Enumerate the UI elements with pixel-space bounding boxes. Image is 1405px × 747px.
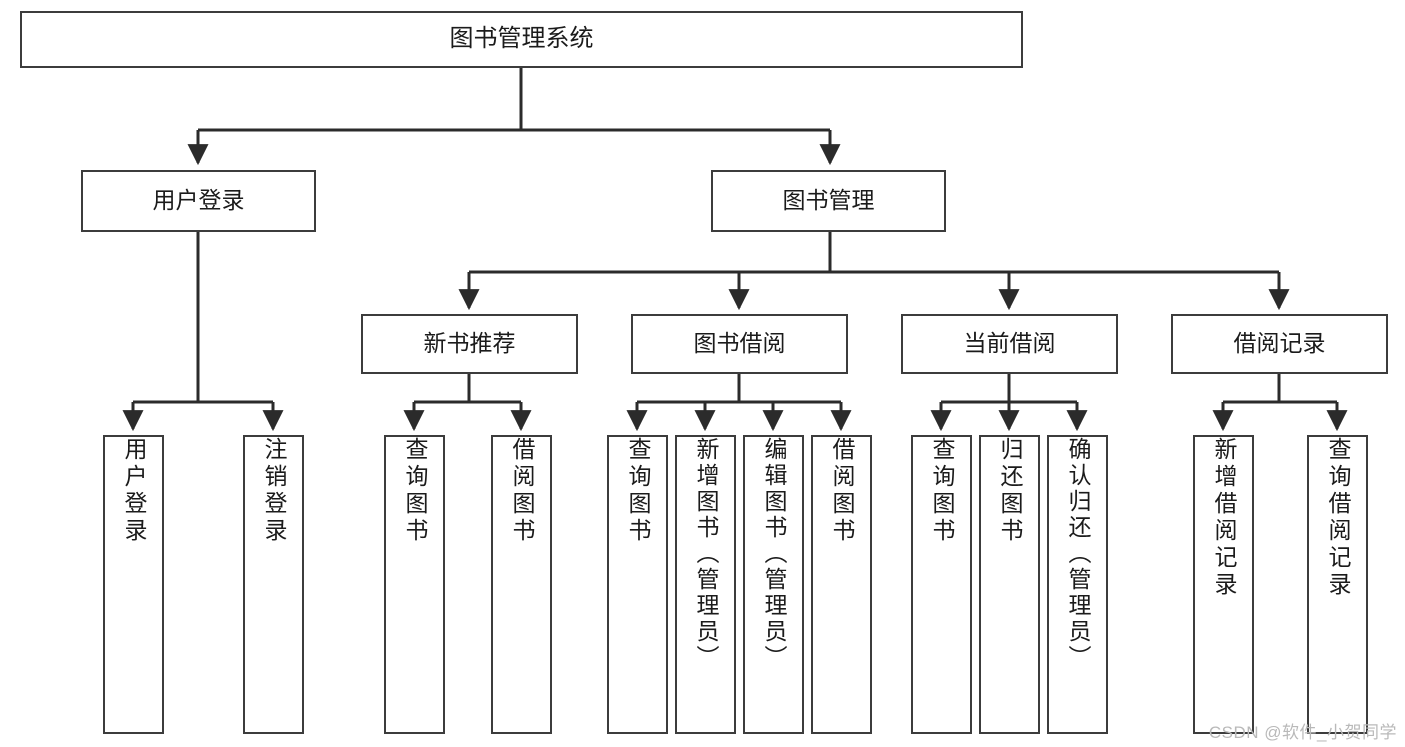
leaf-borrow-add-book-admin[interactable]: 新增图书（管理员） [675,435,736,734]
node-label: 查询借阅记录 [1325,437,1351,599]
leaf-user-login-signout[interactable]: 注销登录 [243,435,304,734]
node-user-login[interactable]: 用户登录 [81,170,316,232]
node-label: 确认归还（管理员） [1065,437,1091,671]
node-label: 查询图书 [929,437,955,545]
leaf-borrow-edit-book-admin[interactable]: 编辑图书（管理员） [743,435,804,734]
node-label: 用户登录 [152,187,245,214]
node-label: 借阅图书 [829,437,855,545]
node-new-book-recommend[interactable]: 新书推荐 [361,314,578,374]
leaf-recommend-borrow-book[interactable]: 借阅图书 [491,435,552,734]
node-label: 新增借阅记录 [1211,437,1237,599]
node-current-borrow[interactable]: 当前借阅 [901,314,1118,374]
node-label: 新增图书（管理员） [693,437,719,671]
node-book-management[interactable]: 图书管理 [711,170,946,232]
node-label: 借阅记录 [1233,330,1326,357]
leaf-current-return-book[interactable]: 归还图书 [979,435,1040,734]
node-label: 查询图书 [625,437,651,545]
leaf-current-confirm-return-admin[interactable]: 确认归还（管理员） [1047,435,1108,734]
node-label: 当前借阅 [963,330,1056,357]
node-label: 新书推荐 [423,330,516,357]
leaf-borrow-query-book[interactable]: 查询图书 [607,435,668,734]
leaf-record-query-record[interactable]: 查询借阅记录 [1307,435,1368,734]
node-label: 查询图书 [402,437,428,545]
node-label: 归还图书 [997,437,1023,545]
node-label: 借阅图书 [509,437,535,545]
node-label: 编辑图书（管理员） [761,437,787,671]
node-label: 注销登录 [261,437,287,545]
leaf-recommend-query-book[interactable]: 查询图书 [384,435,445,734]
leaf-current-query-book[interactable]: 查询图书 [911,435,972,734]
watermark-text: CSDN @软件_小贺同学 [1208,723,1397,742]
node-label: 用户登录 [121,437,147,545]
node-book-borrow[interactable]: 图书借阅 [631,314,848,374]
leaf-borrow-borrow-book[interactable]: 借阅图书 [811,435,872,734]
leaf-user-login-signin[interactable]: 用户登录 [103,435,164,734]
node-borrow-record[interactable]: 借阅记录 [1171,314,1388,374]
leaf-record-add-record[interactable]: 新增借阅记录 [1193,435,1254,734]
node-label: 图书借阅 [693,330,786,357]
node-root-system[interactable]: 图书管理系统 [20,11,1023,68]
node-label: 图书管理系统 [449,25,594,53]
node-label: 图书管理 [782,187,875,214]
